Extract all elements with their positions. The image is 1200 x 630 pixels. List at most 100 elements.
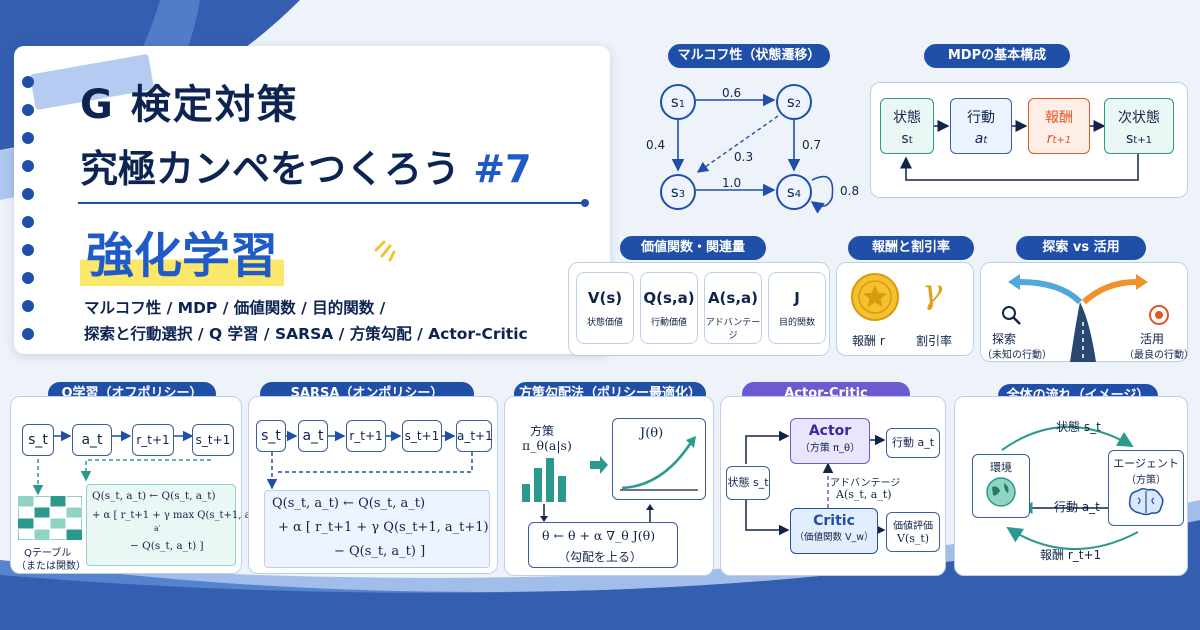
mdp-reward-label: 報酬 <box>1045 110 1073 126</box>
mdp-arrows <box>900 120 1139 181</box>
discount-label: 割引率 <box>916 334 953 348</box>
ac-value-sym: V(s_t) <box>896 532 930 545</box>
sarsa-eq-line1: Q(s_t, a_t) ← Q(s_t, a_t) <box>272 496 426 511</box>
prob-s4-s4: 0.8 <box>840 184 860 198</box>
mdp-heading: MDPの基本構成 <box>924 44 1070 68</box>
sarsa-eq-line3: − Q(s_t, a_t) ] <box>334 544 426 559</box>
tags-line-1: マルコフ性 / MDP / 価値関数 / 目的関数 / <box>84 299 386 317</box>
policy-bar-icon <box>522 458 566 502</box>
ac-adv-label: アドバンテージ <box>830 478 901 489</box>
q-seq-s-next: s_t+1 <box>192 424 234 456</box>
pg-update-sub: （勾配を上る） <box>558 550 643 564</box>
episode-number: #7 <box>473 147 532 191</box>
gamma-symbol: γ <box>922 272 943 312</box>
objective-curve-icon <box>620 436 698 491</box>
values-heading: 価値関数・関連量 <box>620 236 766 260</box>
flow-reward-label: 報酬 r_t+1 <box>1040 548 1102 562</box>
binder-hole <box>22 272 34 284</box>
exploit-sub: （最良の行動） <box>1124 350 1194 361</box>
topic-title: 強化学習 <box>80 216 285 286</box>
ac-critic-sub: （価値関数 V_w） <box>794 532 874 543</box>
title-card <box>14 46 610 354</box>
exploit-label: 活用 <box>1140 332 1165 346</box>
markov-state-s2: s2 <box>776 84 812 120</box>
prob-s3-s4: 1.0 <box>722 176 742 190</box>
sarsa-seq-a: a_t <box>298 420 328 452</box>
ac-actor-sub: （方策 π_θ） <box>799 443 861 454</box>
value-card-sub: 行動価値 <box>650 318 687 328</box>
flow-agent-sub: （方策） <box>1126 475 1166 486</box>
fork-road-icon <box>1008 274 1148 362</box>
reward-label: 報酬 r <box>852 334 885 348</box>
flow-agent-label: エージェント <box>1113 457 1179 470</box>
sparkle-icon <box>374 240 396 262</box>
value-card-main: J <box>794 289 800 307</box>
binder-hole <box>22 216 34 228</box>
ac-value-label: 価値評価 <box>893 521 933 532</box>
qlearning-arrows <box>32 430 211 496</box>
q-table-icon <box>18 496 82 540</box>
flow-arrows <box>1001 425 1139 550</box>
mdp-action-label: 行動 <box>967 110 995 126</box>
ac-state-box: 状態 s_t <box>726 466 770 500</box>
q-eq-line2: + α [ r_t+1 + γ max Q(s_t+1, a′) <box>92 510 257 521</box>
ac-critic-label: Critic <box>813 513 855 529</box>
binder-hole <box>22 188 34 200</box>
value-card-main: V(s) <box>587 289 623 307</box>
binder-hole <box>22 328 34 340</box>
binder-hole <box>22 160 34 172</box>
page-subtitle: 究極カンペをつくろう #7 <box>80 138 532 193</box>
pg-policy-label: 方策 <box>530 424 555 438</box>
sarsa-seq-a-next: a_t+1 <box>456 420 493 452</box>
q-seq-a: a_t <box>72 424 112 456</box>
binder-hole <box>22 132 34 144</box>
q-eq-max-sub: a′ <box>154 524 161 533</box>
prob-s2-s4: 0.7 <box>802 138 822 152</box>
brain-icon <box>1128 487 1164 516</box>
page-title: G 検定対策 <box>80 82 299 128</box>
ac-critic-box: Critic （価値関数 V_w） <box>790 508 878 554</box>
tags-line-2: 探索と行動選択 / Q 学習 / SARSA / 方策勾配 / Actor-Cr… <box>84 325 528 343</box>
value-card-sub: 状態価値 <box>586 318 623 328</box>
value-card-main: Q(s,a) <box>643 289 695 307</box>
explore-label: 探索 <box>992 332 1017 346</box>
value-card-sub: 目的関数 <box>778 318 815 328</box>
target-icon <box>1149 305 1169 325</box>
prob-s1-s2: 0.6 <box>722 86 742 100</box>
markov-state-s1: s1 <box>660 84 696 120</box>
pg-update-arrows <box>540 504 654 522</box>
value-card-j: J 目的関数 <box>768 272 826 344</box>
ac-action-box: 行動 a_t <box>886 428 940 458</box>
flow-agent-box: エージェント （方策） <box>1108 450 1184 526</box>
q-table-label: Qテーブル <box>24 548 72 559</box>
sarsa-seq-r: r_t+1 <box>346 420 386 452</box>
explore-sub: （未知の行動） <box>982 350 1052 361</box>
sarsa-seq-s: s_t <box>256 420 286 452</box>
q-seq-s: s_t <box>22 424 54 456</box>
reward-heading: 報酬と割引率 <box>848 236 974 260</box>
value-card-a: A(s,a) アドバンテージ <box>704 272 762 344</box>
value-card-sub: アドバンテージ <box>705 318 761 341</box>
mdp-reward-sub: t+1 <box>1052 135 1072 146</box>
prob-s1-s3: 0.4 <box>646 138 666 152</box>
mdp-state-label: 状態 <box>893 110 921 126</box>
pg-arrow-icon <box>590 456 608 474</box>
mdp-action-sub: t <box>983 135 988 146</box>
flow-action-label: 行動 a_t <box>1054 500 1100 514</box>
sarsa-eq-line2: + α [ r_t+1 + γ Q(s_t+1, a_t+1) <box>278 520 489 535</box>
title-divider <box>78 199 589 207</box>
markov-state-s3: s3 <box>660 174 696 210</box>
prob-s2-s3: 0.3 <box>734 150 754 164</box>
markov-state-s4: s4 <box>776 174 812 210</box>
pg-update-eq: θ ← θ + α ∇_θ J(θ) <box>542 528 656 543</box>
pg-policy-symbol: π_θ(a|s) <box>522 438 572 453</box>
ac-adv-sym: A(s_t, a_t) <box>836 488 892 501</box>
q-equation-box <box>86 484 236 566</box>
pg-j-label: J(θ) <box>640 426 664 441</box>
value-card-main: A(s,a) <box>707 289 759 307</box>
ac-actor-box: Actor（方策 π_θ） <box>790 418 870 464</box>
flow-env-box: 環境 <box>972 454 1030 518</box>
